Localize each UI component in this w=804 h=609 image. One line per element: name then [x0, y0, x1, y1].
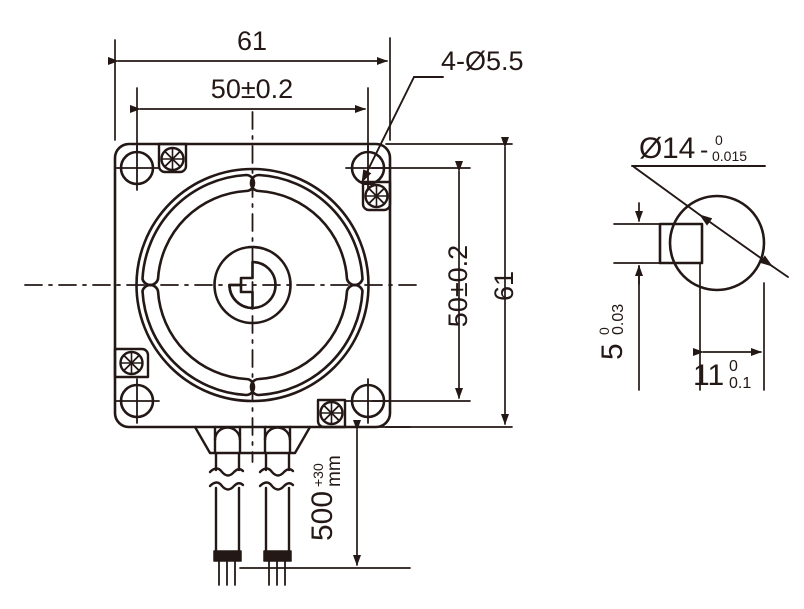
- label-shaft-diameter-tol-lower: 0.015: [712, 148, 747, 164]
- dimension-flat-length: [693, 262, 765, 391]
- label-bolt-circle-vertical: 50±0.2: [443, 245, 473, 327]
- label-shaft-diameter-sign: -: [700, 136, 708, 164]
- flange-arc-slots: [141, 173, 364, 397]
- label-shaft-diameter-value: 14: [662, 132, 695, 165]
- dimension-width-61: [108, 37, 391, 141]
- dimension-flat-depth: [613, 202, 673, 391]
- label-lead-length-tolerance: +30: [310, 463, 326, 487]
- label-flat-length-group: 11 0 0.1: [693, 358, 751, 392]
- shaft-detail-flat-key: [658, 222, 704, 265]
- shaft-diameter-leader: [631, 165, 789, 278]
- label-flat-length-tol-upper: 0: [729, 358, 738, 375]
- label-flat-length-tol-lower: 0.1: [729, 375, 751, 392]
- label-shaft-diameter-tol-upper: 0: [715, 132, 723, 148]
- dimension-bolt-circle-vertical: [371, 161, 471, 402]
- screw-bosses: [113, 142, 392, 429]
- label-flat-length-value: 11: [693, 359, 724, 392]
- label-width-61: 61: [237, 26, 267, 56]
- label-height-61: 61: [489, 271, 519, 301]
- label-hole-callout: 4-Ø5.5: [441, 46, 524, 76]
- callout-leader-holes: [361, 76, 444, 183]
- label-lead-length-group: 500 +30 mm: [306, 455, 345, 541]
- label-flat-depth-value: 5: [596, 343, 629, 360]
- dimension-bolt-circle-horizontal: [130, 87, 369, 153]
- label-lead-length-value: 500: [306, 491, 339, 541]
- label-shaft-diameter-symbol: Ø: [639, 132, 662, 165]
- label-bolt-circle-horizontal: 50±0.2: [211, 74, 293, 104]
- label-flat-depth-tol-upper: 0: [596, 327, 612, 335]
- shaft-detail-circle: [668, 194, 766, 292]
- cable-leads: [208, 451, 295, 586]
- label-flat-depth-group: 5 0 0.03: [596, 304, 629, 360]
- label-flat-depth-tol-lower: 0.03: [610, 304, 627, 335]
- label-lead-length-unit: mm: [324, 455, 345, 487]
- centerlines: [24, 111, 421, 463]
- dimension-lead-length: [204, 420, 411, 569]
- label-shaft-diameter-group: Ø 14 - 0 0.015: [639, 132, 747, 165]
